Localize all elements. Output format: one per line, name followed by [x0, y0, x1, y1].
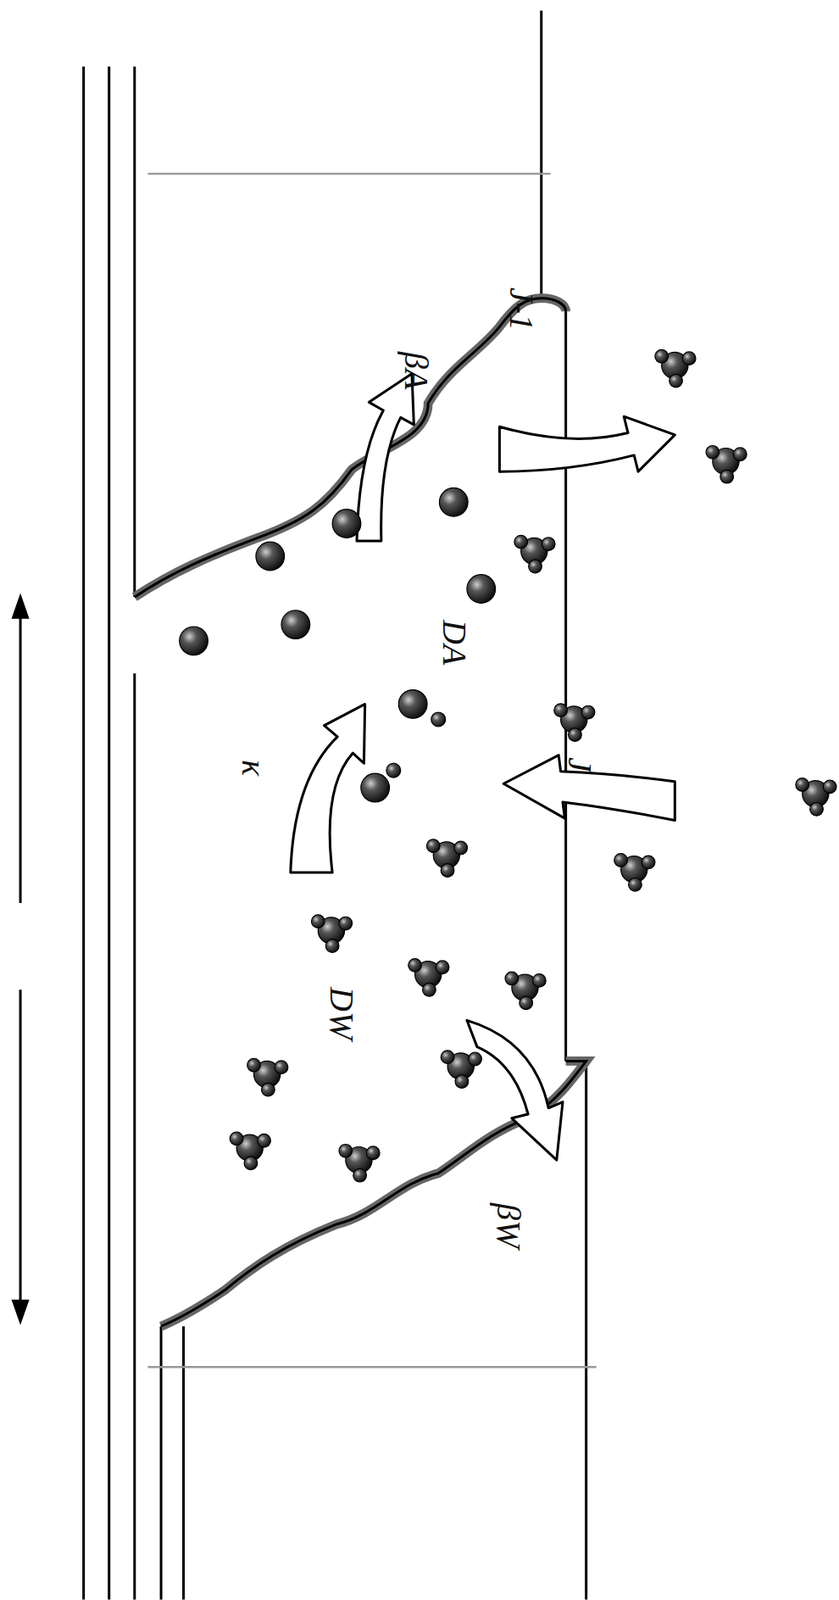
flux-arrow	[290, 373, 675, 1160]
solute-molecules	[179, 487, 496, 801]
symbol-label: DW	[324, 986, 359, 1040]
pore-length-arrow	[13, 596, 28, 1321]
water-molecules	[229, 349, 837, 1182]
pore-boundary-line	[161, 1060, 587, 1326]
symbol-label: J-1	[504, 287, 539, 331]
wall-layers	[83, 10, 587, 1599]
symbol-label: βA	[399, 351, 434, 389]
symbol-label: J	[562, 756, 597, 773]
symbol-label: DA	[437, 619, 472, 665]
symbol-label: βW	[491, 1202, 526, 1248]
symbol-label: κ	[236, 759, 271, 776]
pore-boundary	[161, 1060, 587, 1326]
